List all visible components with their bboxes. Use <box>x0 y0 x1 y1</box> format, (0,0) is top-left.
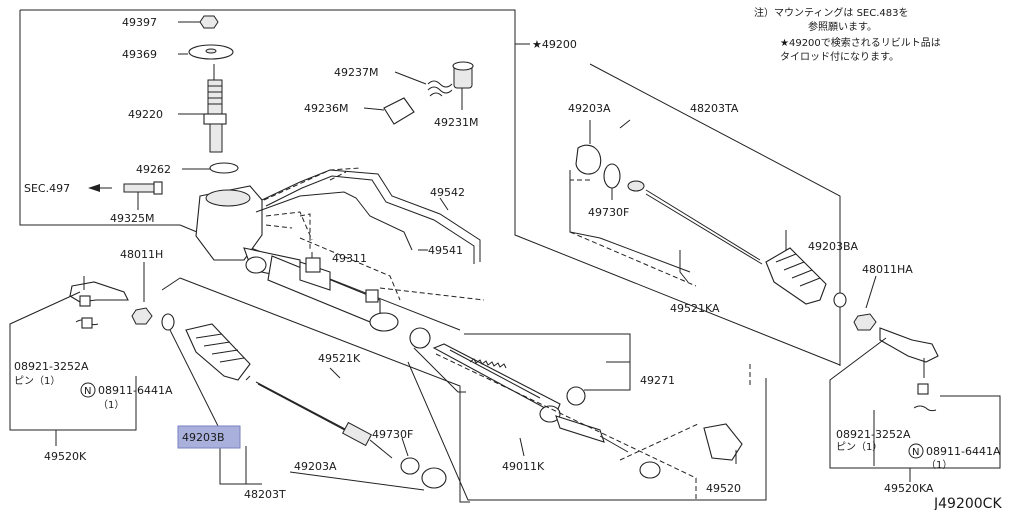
pinion-shaft-49220[interactable] <box>178 64 227 153</box>
left-assembly-frame <box>161 277 470 503</box>
note-line-1: 注）マウンティングは SEC.483を <box>754 6 909 19</box>
bushing-49271[interactable] <box>566 386 586 406</box>
label-49220[interactable]: 49220 <box>128 108 163 121</box>
note-line-3: ★49200で検索されるリビルト品は <box>780 36 941 49</box>
label-49271[interactable]: 49271 <box>640 374 675 387</box>
label-49520ka[interactable]: 49520KA <box>884 482 934 495</box>
label-49262[interactable]: 49262 <box>136 163 171 176</box>
left-pin-code[interactable]: 08921-3252A <box>14 360 89 373</box>
right-tie-rod-box <box>829 337 1001 482</box>
rack-49011k[interactable] <box>432 343 629 453</box>
left-pin-text: ピン（1） <box>14 375 60 387</box>
note-line-2: 参照願います。 <box>808 20 877 33</box>
right-pin-code[interactable]: 08921-3252A <box>836 428 911 441</box>
retainer-49236m[interactable] <box>363 97 415 125</box>
label-49521k[interactable]: 49521K <box>318 352 361 365</box>
lock-nut-49730f-bottom[interactable] <box>400 437 420 475</box>
label-49520k[interactable]: 49520K <box>44 450 87 463</box>
note-line-4: タイロッド付になります。 <box>780 50 899 63</box>
right-nut-code[interactable]: 08911-6441A <box>926 445 1001 458</box>
assembly-dashed-leaders <box>263 167 485 301</box>
right-nut-qty: （1） <box>926 459 952 471</box>
left-nut-qty: （1） <box>98 399 124 411</box>
pinion-nut-49397[interactable] <box>178 15 219 29</box>
seal-49520-group[interactable] <box>639 423 743 479</box>
clamp-49203a-top[interactable] <box>575 120 602 175</box>
highlight-49203b <box>177 425 241 449</box>
left-nut-code[interactable]: 08911-6441A <box>98 384 173 397</box>
tie-rod-end-49520ka[interactable] <box>879 327 939 395</box>
left-tie-rod-box <box>9 291 137 446</box>
o-ring-49262[interactable] <box>182 162 239 174</box>
band-49203b-left[interactable] <box>161 313 175 331</box>
nut-48011h[interactable] <box>131 262 153 325</box>
tube-49542[interactable] <box>261 169 481 264</box>
label-49011k[interactable]: 49011K <box>502 460 545 473</box>
clamp-49203a-bottom[interactable] <box>421 467 447 489</box>
right-pin-text: ピン（1） <box>836 441 882 453</box>
label-49369[interactable]: 49369 <box>122 48 157 61</box>
boot-49203b[interactable] <box>169 323 251 427</box>
label-49203a-top[interactable]: 49203A <box>568 102 611 115</box>
label-48011h[interactable]: 48011H <box>120 248 163 261</box>
lock-nut-49730f-top[interactable] <box>603 163 621 200</box>
right-assembly-frame <box>569 63 841 366</box>
boot-49203ba[interactable] <box>765 247 841 305</box>
label-49200[interactable]: ★49200 <box>532 38 577 51</box>
label-sec497[interactable]: SEC.497 <box>24 182 70 195</box>
label-48203ta[interactable]: 48203TA <box>690 102 739 115</box>
cover-49231m[interactable] <box>452 61 474 110</box>
label-49203b[interactable]: 49203B <box>182 431 225 444</box>
spring-49237m[interactable] <box>394 71 453 97</box>
label-49520[interactable]: 49520 <box>706 482 741 495</box>
notes-block: 注）マウンティングは SEC.483を 参照願います。 ★49200で検索される… <box>754 6 941 63</box>
diagram-code: J49200CK <box>933 496 1002 510</box>
tie-rod-inner-right[interactable] <box>627 180 763 265</box>
label-49730f-top[interactable]: 49730F <box>588 206 629 219</box>
insulator-49369[interactable] <box>178 44 234 60</box>
nut-48011ha[interactable] <box>853 275 877 331</box>
label-49203ba[interactable]: 49203BA <box>808 240 859 253</box>
right-n-mark: N <box>912 447 919 458</box>
label-49730f-bottom[interactable]: 49730F <box>372 428 413 441</box>
label-49542[interactable]: 49542 <box>430 186 465 199</box>
seal-left[interactable] <box>409 327 431 349</box>
tube-49541[interactable] <box>255 191 428 251</box>
tie-rod-inner[interactable] <box>255 381 393 459</box>
label-49325m[interactable]: 49325M <box>110 212 154 225</box>
label-49231m[interactable]: 49231M <box>434 116 478 129</box>
label-48203t[interactable]: 48203T <box>244 488 286 501</box>
label-49236m[interactable]: 49236M <box>304 102 348 115</box>
label-48011ha[interactable]: 48011HA <box>862 263 913 276</box>
clamp-49311[interactable] <box>305 252 399 332</box>
band-49203ba-right[interactable] <box>833 292 847 308</box>
label-49541[interactable]: 49541 <box>428 244 463 257</box>
center-frame <box>407 333 767 501</box>
label-49311[interactable]: 49311 <box>332 252 367 265</box>
label-49397[interactable]: 49397 <box>122 16 157 29</box>
sec497-reference[interactable] <box>88 184 112 192</box>
tie-rod-end-49520k[interactable] <box>69 276 129 307</box>
label-49237m[interactable]: 49237M <box>334 66 378 79</box>
left-n-mark: N <box>84 386 91 397</box>
bolt-49325m[interactable] <box>123 181 163 210</box>
label-49203a-bottom[interactable]: 49203A <box>294 460 337 473</box>
label-49521ka[interactable]: 49521KA <box>670 302 720 315</box>
